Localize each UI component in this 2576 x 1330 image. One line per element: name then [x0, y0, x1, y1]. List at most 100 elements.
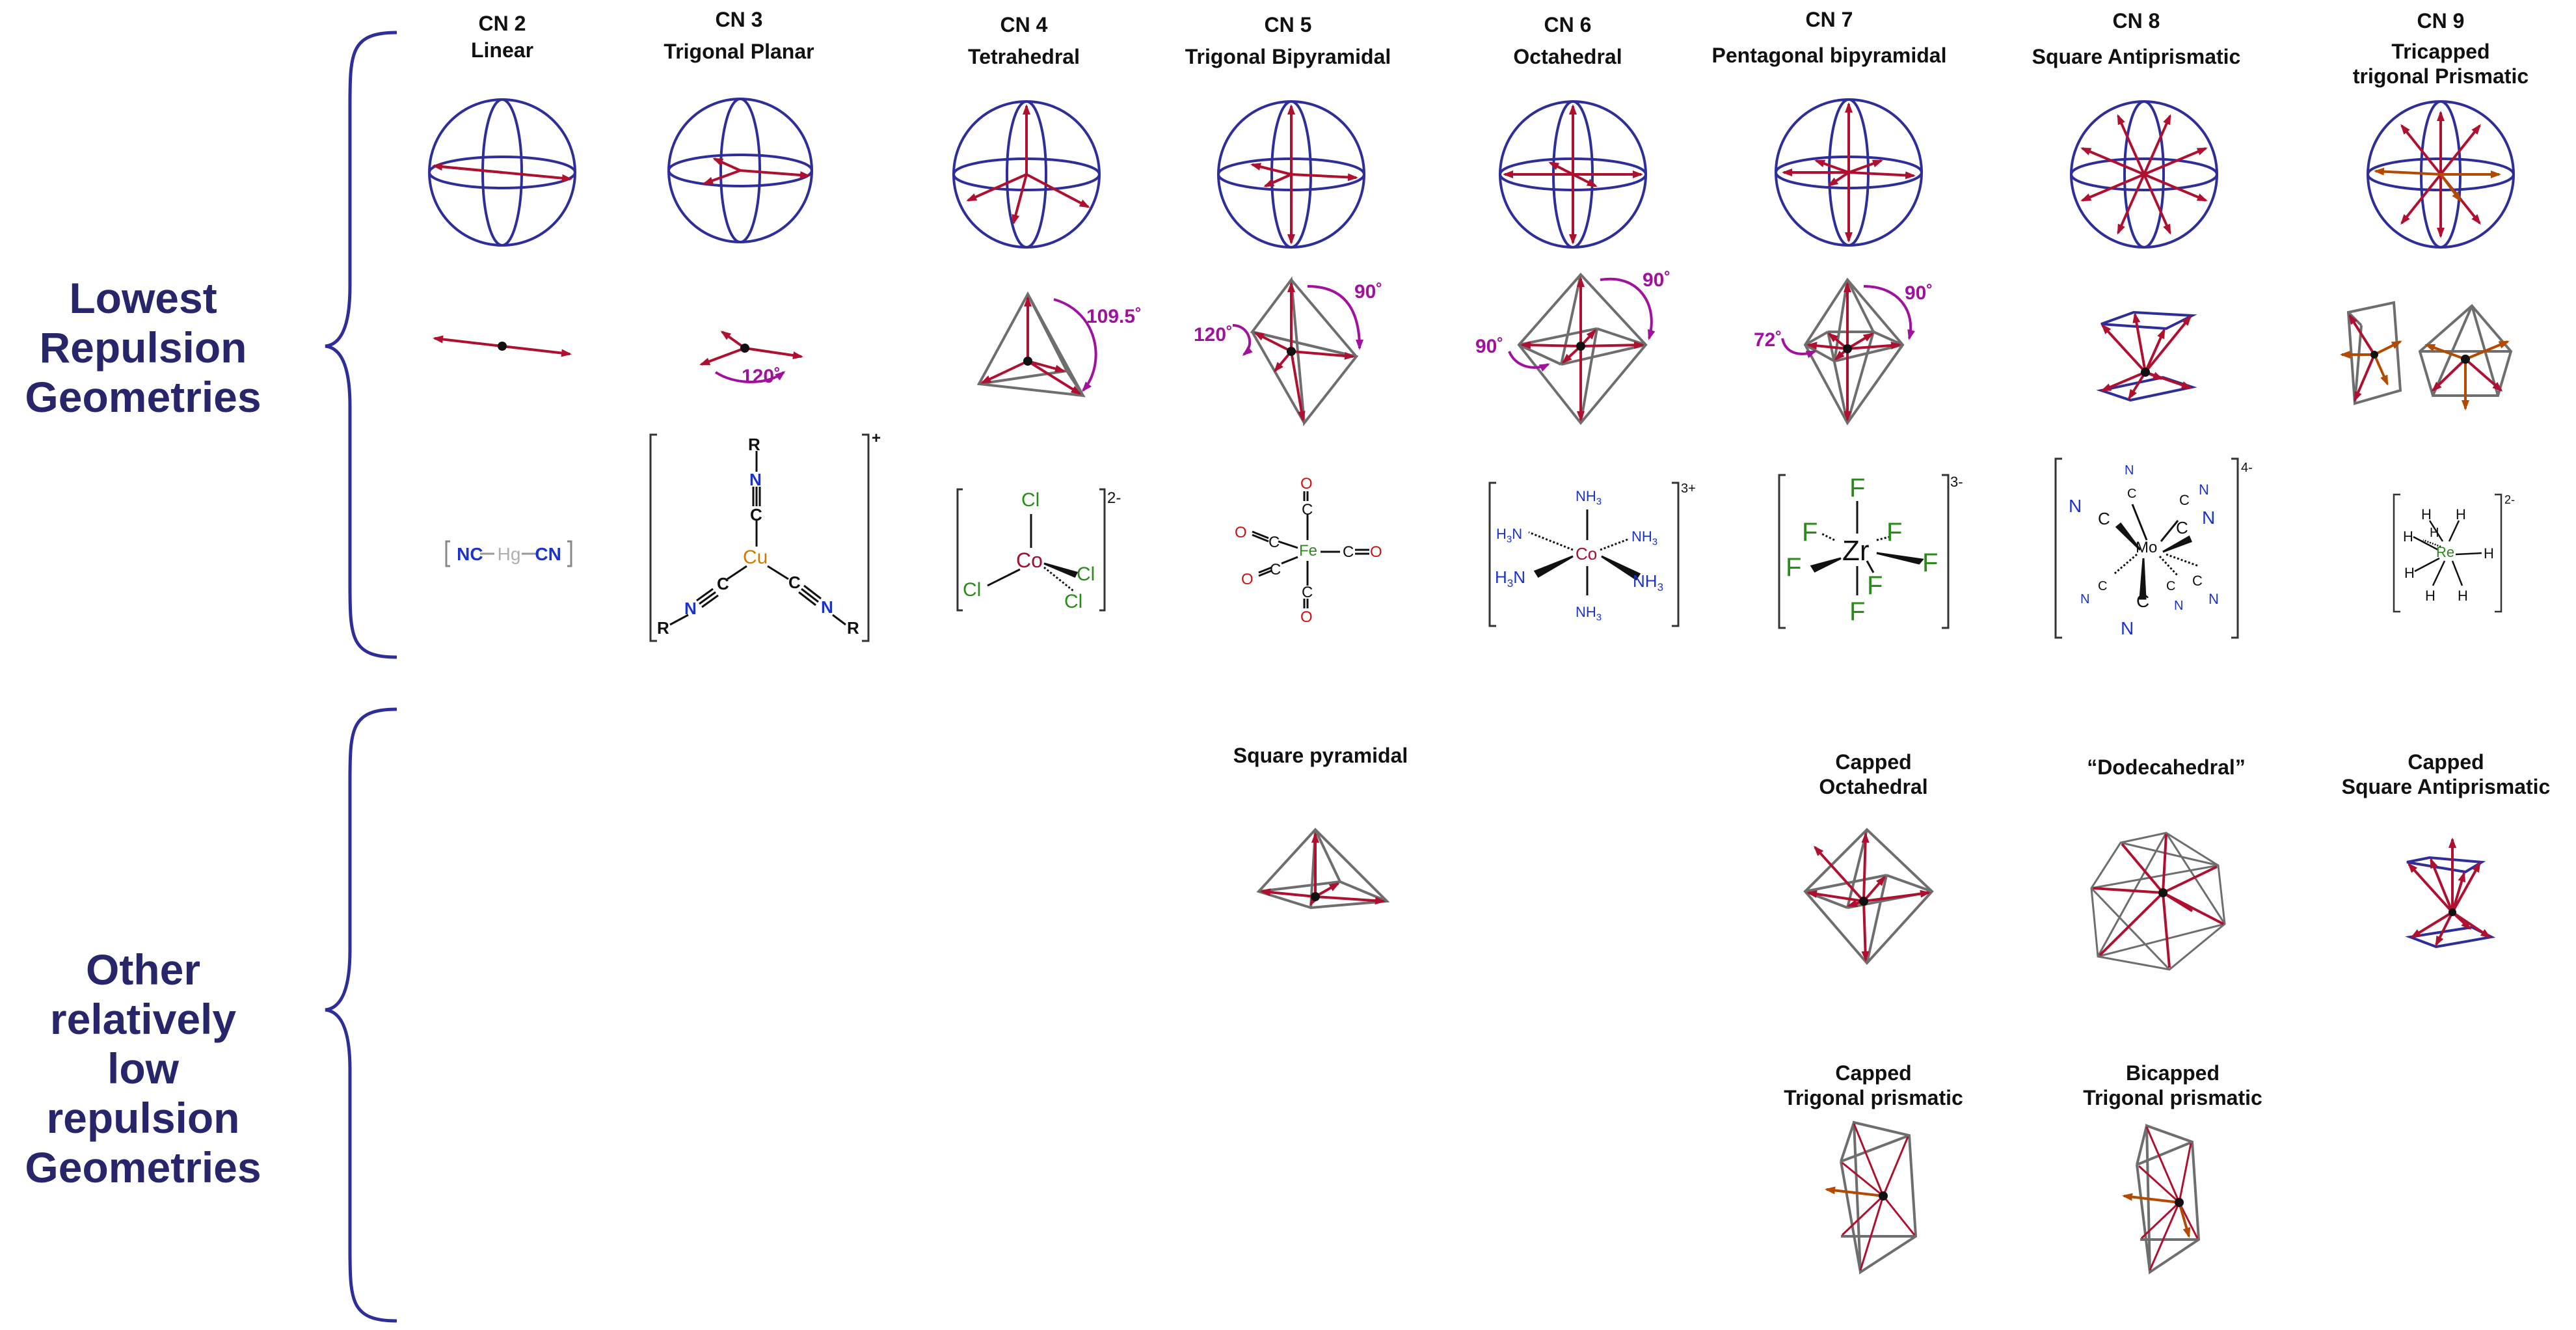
fe-c-left2: C [1270, 561, 1281, 578]
header-name-9: Tricapped trigonal Prismatic [2352, 40, 2529, 88]
brace-other [325, 707, 397, 1323]
sphere-cn4 [952, 100, 1101, 249]
co6-n-1: N [1512, 526, 1523, 542]
mo-c-5: C [2098, 579, 2108, 593]
re-h-7: H [2425, 588, 2435, 604]
mo-n-3: N [2199, 482, 2209, 498]
capped-octahedral-model [1803, 828, 1934, 966]
re-h-1: H [2421, 506, 2432, 522]
co4-cl-top: Cl [1021, 489, 1040, 511]
sphere-cn6 [1499, 100, 1647, 249]
angle-oct-b: 90˚ [1643, 269, 1671, 291]
co4-complex-bonds [956, 488, 1106, 612]
co6-nh3-top-text: NH [1576, 488, 1596, 504]
cu-r-right: R [847, 618, 859, 638]
mo-c-8: C [2192, 573, 2203, 589]
fe-c-bottom: C [1302, 584, 1313, 601]
mo-n-2: N [2069, 496, 2082, 516]
sphere-cn7 [1775, 98, 1923, 247]
fe-o-right: O [1370, 543, 1382, 561]
dodecahedral-model [2090, 832, 2226, 971]
octahedral-model [1508, 273, 1656, 426]
mo-c-1: C [2127, 487, 2137, 501]
angle-tbp-ax: 90˚ [1354, 281, 1383, 303]
fe-o-left2: O [1241, 571, 1254, 588]
co6-sub-4: 3 [1657, 581, 1664, 594]
angle-pbp-eq: 72˚ [1754, 329, 1782, 351]
cu-c-left: C [717, 574, 729, 593]
angle-oct-a: 90˚ [1475, 336, 1504, 357]
co6-nh3-rb: NH [1633, 571, 1657, 591]
cu-c-right: C [788, 573, 801, 592]
fe-c-top: C [1302, 501, 1313, 519]
re-h-2: H [2456, 506, 2466, 522]
mo-c-3: C [2179, 492, 2190, 508]
re-charge: 2- [2504, 493, 2516, 506]
co6-complex-bonds [1488, 482, 1680, 627]
tricapped-prism-model-a [2340, 301, 2402, 405]
square-pyramidal-model [1256, 828, 1390, 910]
zr-complex-bonds [1778, 474, 1950, 629]
angle-tbp-eq: 120˚ [1194, 324, 1233, 346]
co6-nh3-bottom-sub: 3 [1596, 612, 1602, 623]
label-dodecahedral: “Dodecahedral” [2087, 755, 2246, 779]
sphere-cn2 [428, 98, 576, 247]
re-h-6: H [2404, 565, 2415, 581]
mo-charge: 4- [2241, 461, 2253, 475]
co6-metal: Co [1576, 544, 1598, 563]
header-name-8: Square Antiprismatic [2032, 45, 2241, 68]
bicapped-trigonal-prism-model [2122, 1124, 2201, 1275]
re-h-8: H [2458, 588, 2468, 604]
co6-sub-2: 3 [1507, 577, 1514, 590]
co6-h-2: H [1495, 567, 1507, 587]
fe-complex-bonds [1252, 491, 1369, 608]
co4-cl-bottom: Cl [1064, 591, 1083, 612]
co6-n-2: N [1513, 567, 1526, 587]
label-capped-octahedral: Capped Octahedral [1819, 750, 1928, 798]
header-name-6: Octahedral [1513, 45, 1622, 68]
re-h-3: H [2403, 528, 2413, 545]
header-cn-2: CN 2 [478, 12, 526, 35]
co4-cl-left: Cl [963, 579, 982, 601]
header-name-4: Tetrahedral [968, 45, 1080, 68]
angle-tetrahedral: 109.5˚ [1086, 306, 1142, 327]
co6-nh3-right-bottom: NH3 [1633, 571, 1663, 594]
co4-charge: 2- [1107, 489, 1121, 507]
header-cn-3: CN 3 [715, 8, 763, 31]
header-name-2: Linear [470, 38, 534, 62]
capped-trigonal-prism-model [1825, 1120, 1918, 1275]
cu-metal: Cu [743, 547, 768, 568]
zr-f-right-top: F [1886, 518, 1903, 547]
cu-c-top: C [750, 505, 762, 524]
angle-trigonal: 120˚ [742, 366, 781, 387]
zr-f-left-top: F [1802, 518, 1818, 547]
mo-n-1: N [2125, 463, 2134, 478]
header-cn-9: CN 9 [2417, 9, 2465, 33]
capped-square-antiprism-model [2405, 837, 2496, 949]
hg-left: NC [457, 544, 483, 564]
co6-h-1: H [1496, 526, 1507, 542]
mo-n-5: N [2080, 592, 2090, 606]
header-cn-8: CN 8 [2112, 9, 2160, 33]
zr-f-bottom-right: F [1867, 571, 1883, 600]
mo-n-8: N [2208, 591, 2219, 607]
pbp-model [1781, 277, 1915, 426]
zr-f-left: F [1786, 553, 1802, 582]
mo-c-6: C [2136, 591, 2150, 611]
header-name-7: Pentagonal bipyramidal [1711, 44, 1947, 67]
mo-c-2: C [2098, 509, 2110, 528]
label-bicapped-trigonal-prismatic: Bicapped Trigonal prismatic [2083, 1061, 2262, 1109]
fe-o-bottom: O [1300, 608, 1313, 626]
co6-charge: 3+ [1681, 482, 1696, 496]
re-h-4: H [2430, 526, 2439, 540]
hg-complex-bonds [445, 540, 572, 567]
mo-n-7: N [2174, 599, 2184, 613]
sphere-cn5 [1217, 100, 1365, 249]
header-cn-4: CN 4 [1000, 13, 1048, 36]
co6-h3n-left-top: H3N [1496, 526, 1522, 545]
sphere-cn8 [2070, 100, 2218, 249]
header-cn-5: CN 5 [1264, 13, 1312, 36]
mo-n-4: N [2202, 508, 2216, 528]
